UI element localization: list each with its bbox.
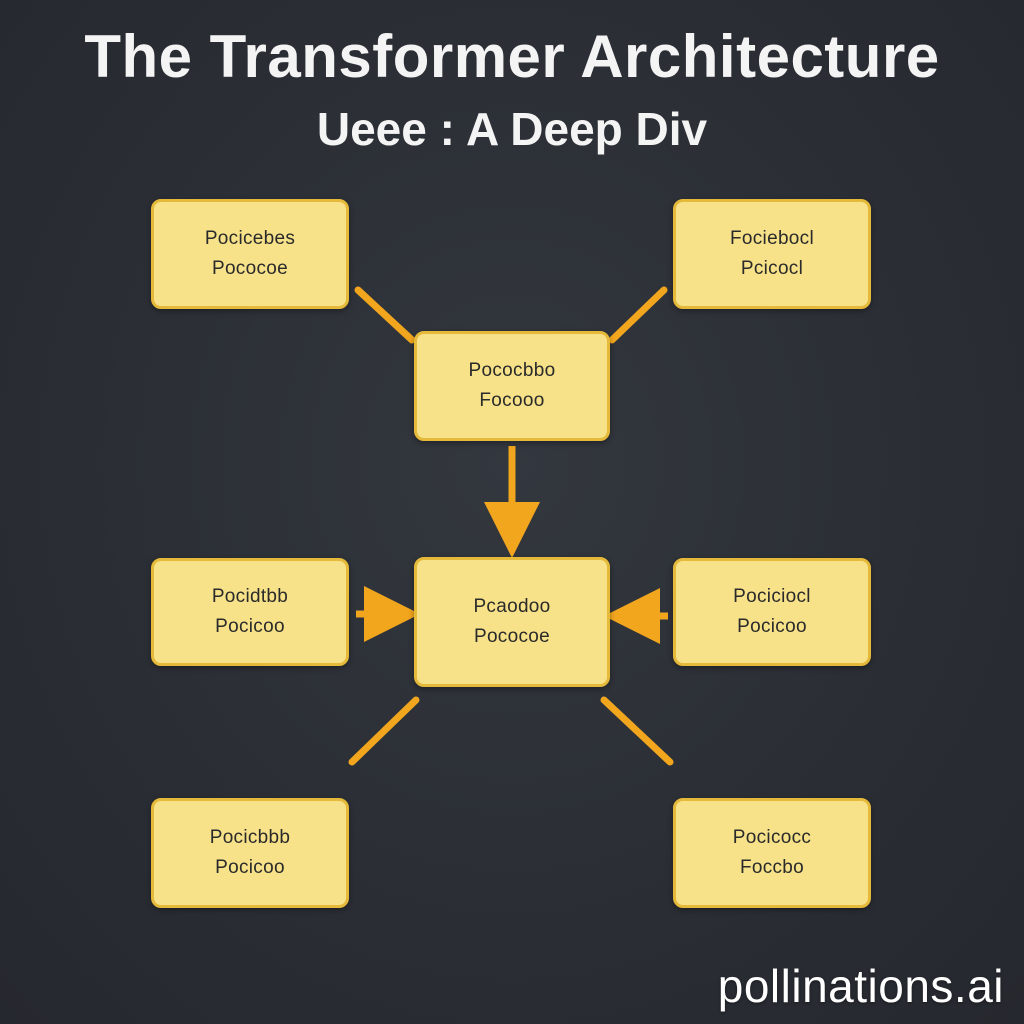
box-bottom-right-line1: Pocicocc xyxy=(732,827,812,848)
box-bottom-left: Pocicbbb Pocicoo xyxy=(151,798,349,908)
connector-center-to-bottom-left xyxy=(348,696,420,766)
box-center-line1: Pcaodoo xyxy=(473,596,551,617)
box-middle-left-line1: Pocidtbb xyxy=(211,586,289,607)
box-center: Pcaodoo Pococoe xyxy=(414,557,610,687)
connector-center-to-bottom-right xyxy=(600,696,674,766)
box-top-left-line2: Pococoe xyxy=(211,258,289,279)
box-top-right: Fociebocl Pcicocl xyxy=(673,199,871,309)
box-middle-left-line2: Pocicoo xyxy=(215,616,285,637)
box-bottom-right: Pocicocc Foccbo xyxy=(673,798,871,908)
box-bottom-left-line2: Pocicoo xyxy=(215,857,285,878)
box-upper-center-line1: Pococbbo xyxy=(468,360,556,381)
box-top-left: Pocicebes Pococoe xyxy=(151,199,349,309)
box-upper-center-line2: Focooo xyxy=(479,390,545,411)
box-top-right-line1: Fociebocl xyxy=(729,228,815,249)
diagram-title: The Transformer Architecture xyxy=(84,23,940,90)
diagram-subtitle: Ueee : A Deep Div xyxy=(316,103,708,155)
connector-top-left-to-upper-center xyxy=(354,286,416,344)
box-middle-right-line1: Pociciocl xyxy=(733,586,811,607)
box-middle-right: Pociciocl Pocicoo xyxy=(673,558,871,666)
connector-top-right-to-upper-center xyxy=(608,286,668,344)
box-top-right-line2: Pcicocl xyxy=(740,258,804,279)
box-middle-right-line2: Pocicoo xyxy=(737,616,807,637)
box-upper-center: Pococbbo Focooo xyxy=(414,331,610,441)
box-middle-left: Pocidtbb Pocicoo xyxy=(151,558,349,666)
box-bottom-right-line2: Foccbo xyxy=(739,857,805,878)
box-center-line2: Pococoe xyxy=(473,626,551,647)
watermark: pollinations.ai xyxy=(717,960,1004,1012)
box-bottom-left-line1: Pocicbbb xyxy=(209,827,291,848)
box-top-left-line1: Pocicebes xyxy=(204,228,296,249)
